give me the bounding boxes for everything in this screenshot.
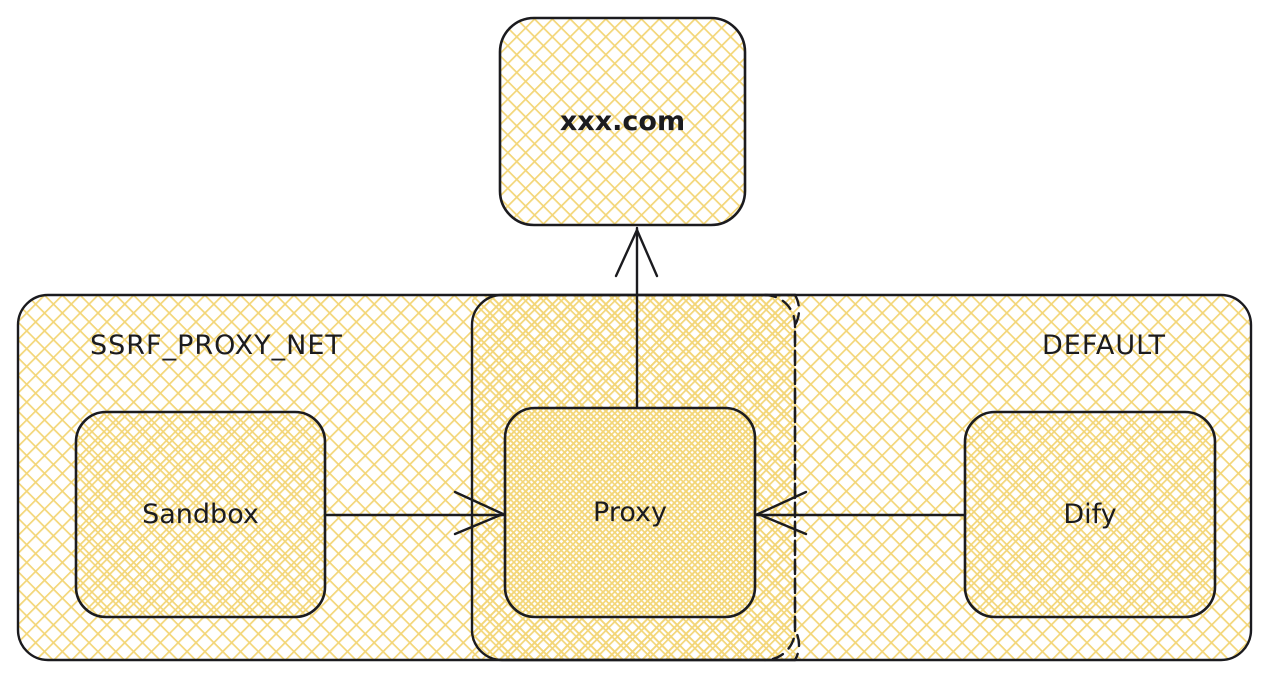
node-box-xxx-com[interactable] bbox=[498, 16, 747, 227]
edge-dify-to-proxy[interactable] bbox=[755, 490, 967, 536]
group-outline-default[interactable] bbox=[470, 293, 1253, 662]
edge-sandbox-to-proxy[interactable] bbox=[323, 490, 507, 536]
group-outline-ssrf-proxy-net[interactable] bbox=[16, 293, 801, 662]
group-label-ssrf-proxy-net: SSRF_PROXY_NET bbox=[90, 330, 343, 361]
node-box-proxy[interactable] bbox=[503, 406, 757, 619]
node-box-sandbox[interactable] bbox=[74, 410, 327, 619]
group-label-default: DEFAULT bbox=[1042, 330, 1166, 361]
edge-proxy-to-xxx-com[interactable] bbox=[614, 226, 659, 410]
node-box-dify[interactable] bbox=[963, 410, 1217, 619]
